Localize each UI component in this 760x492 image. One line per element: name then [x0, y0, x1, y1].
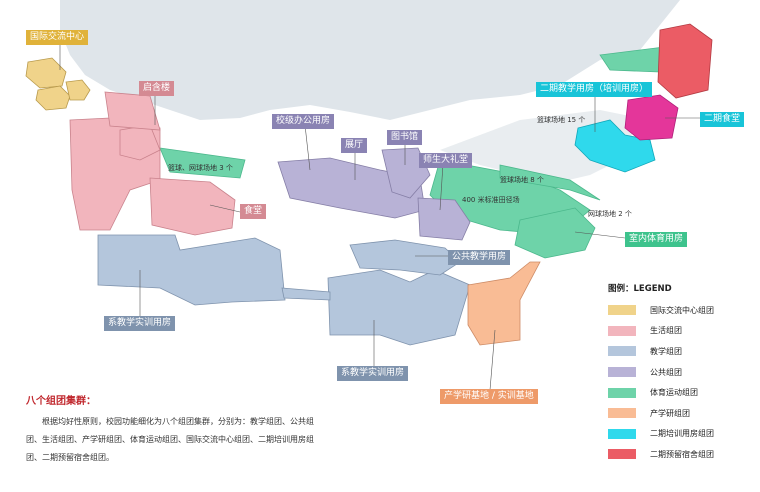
library-tag: 图书馆	[387, 130, 423, 145]
dept-teaching-left-tag: 系教学实训用房	[104, 316, 176, 331]
leader-audit	[439, 163, 444, 211]
phase2-teaching-tag: 二期教学用房（培训用房）	[536, 82, 653, 97]
legend-label: 教学组团	[650, 346, 682, 356]
legend-swatch	[608, 346, 636, 357]
legend-list: 国际交流中心组团生活组团教学组团公共组团体育运动组团产学研组团二期培训用房组团二…	[608, 300, 758, 465]
teaching-group	[97, 234, 471, 346]
auditorium-tag: 师生大礼堂	[419, 153, 473, 168]
public-teaching-tag: 公共教学用房	[448, 250, 511, 265]
legend-title: 图例：LEGEND	[608, 284, 672, 294]
legend-label: 二期培训用房组团	[650, 429, 714, 439]
legend-item: 体育运动组团	[608, 382, 758, 403]
legend-swatch	[608, 428, 636, 439]
legend-swatch	[608, 367, 636, 378]
legend-item: 二期预留宿舍组团	[608, 444, 758, 465]
leader-lines	[59, 42, 700, 391]
intl-building-c	[65, 79, 91, 101]
training-building	[574, 119, 656, 173]
life-block-top	[104, 91, 161, 131]
admin-tag: 校级办公用房	[272, 114, 335, 129]
industry-building	[467, 261, 541, 346]
public-teaching	[349, 239, 461, 276]
dept-teaching-left	[97, 234, 286, 306]
leader-admin	[304, 124, 311, 171]
legend-swatch	[608, 325, 636, 336]
legend-item: 生活组团	[608, 321, 758, 342]
court-8-note: 篮球场地 8 个	[500, 176, 544, 184]
legend-item: 国际交流中心组团	[608, 300, 758, 321]
phase2-canteen-building	[624, 94, 679, 141]
dept-teaching-mid-tag: 系教学实训用房	[337, 366, 409, 381]
dorm-group	[657, 23, 713, 99]
legend-item: 教学组团	[608, 341, 758, 362]
industry-group	[467, 261, 541, 346]
court-8	[499, 164, 601, 201]
legend-item: 公共组团	[608, 362, 758, 383]
intl-building-a	[25, 57, 67, 89]
phase2-canteen-tag: 二期食堂	[700, 112, 745, 127]
intl-center-tag: 国际交流中心	[26, 30, 89, 45]
leader-gym	[574, 231, 626, 239]
public-group	[277, 147, 471, 241]
connector-link	[281, 287, 331, 301]
description-block: 八个组团集群： 根据均好性原则，校园功能细化为八个组团集群，分别为：教学组团、公…	[26, 392, 316, 467]
intl-group	[25, 57, 91, 111]
leader-canteen	[209, 204, 241, 213]
dept-teaching-mid	[327, 269, 471, 346]
legend: 图例：LEGEND 国际交流中心组团生活组团教学组团公共组团体育运动组团产学研组…	[608, 282, 758, 465]
water-area	[60, 0, 680, 120]
library-building	[381, 147, 431, 199]
legend-label: 生活组团	[650, 326, 682, 336]
legend-label: 体育运动组团	[650, 388, 698, 398]
description-title: 八个组团集群：	[26, 396, 96, 407]
canteen2-group	[624, 94, 679, 141]
dorm-reserve-building	[657, 23, 713, 99]
legend-label: 产学研组团	[650, 408, 690, 418]
court-15-note: 篮球场地 15 个	[537, 116, 586, 124]
canteen-tag: 食堂	[240, 204, 267, 219]
legend-label: 二期预留宿舍组团	[650, 449, 714, 459]
legend-label: 国际交流中心组团	[650, 305, 714, 315]
legend-swatch	[608, 408, 636, 419]
industry-tag: 产学研基地 / 实训基地	[440, 389, 538, 404]
legend-item: 二期培训用房组团	[608, 424, 758, 445]
legend-swatch	[608, 449, 636, 460]
gym-block	[514, 207, 596, 259]
gym-tag: 室内体育用房	[625, 232, 688, 247]
leader-industry	[489, 329, 496, 391]
court-3-note: 篮球、网球场地 3 个	[168, 164, 233, 172]
auditorium-building	[417, 197, 471, 241]
description-body: 根据均好性原则，校园功能细化为八个组团集群，分别为：教学组团、公共组团、生活组团…	[26, 417, 314, 462]
track-note: 400 米标准田径场	[462, 196, 520, 204]
court-3	[159, 147, 246, 179]
training-group	[574, 119, 656, 173]
qihanlou-tag: 启含楼	[139, 81, 175, 96]
tennis-2-note: 网球场地 2 个	[588, 210, 632, 218]
legend-label: 公共组团	[650, 367, 682, 377]
canteen-block	[149, 177, 236, 236]
hall-tag: 展厅	[341, 138, 368, 153]
legend-item: 产学研组团	[608, 403, 758, 424]
legend-swatch	[608, 387, 636, 398]
legend-swatch	[608, 305, 636, 316]
life-group	[69, 91, 236, 236]
intl-building-b	[35, 85, 71, 111]
